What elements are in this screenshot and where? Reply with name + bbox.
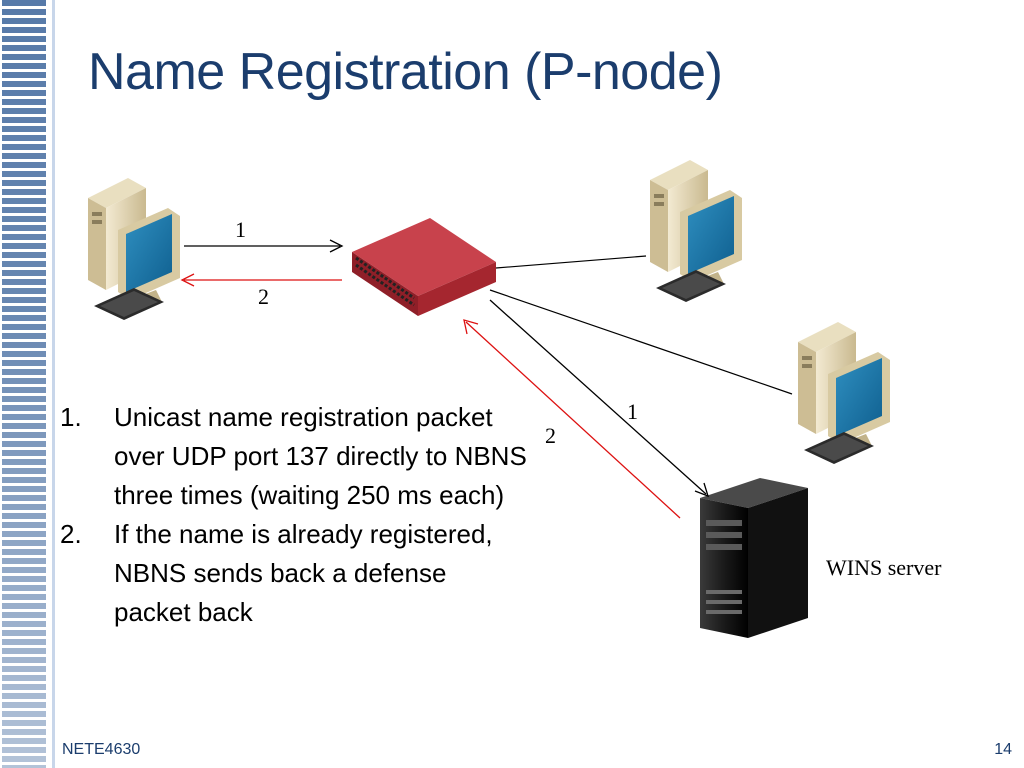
label-client-request: 1 bbox=[235, 217, 246, 242]
list-item: 1. Unicast name registration packet over… bbox=[60, 398, 530, 515]
sidebar-decoration bbox=[0, 0, 48, 768]
wins-server-label: WINS server bbox=[826, 555, 942, 580]
host-pc-right-icon bbox=[798, 322, 890, 464]
link-switch-to-top-pc bbox=[495, 255, 647, 269]
course-code: NETE4630 bbox=[62, 741, 141, 758]
sidebar-divider bbox=[52, 0, 55, 768]
client-pc-icon bbox=[88, 178, 180, 320]
list-item: 2. If the name is already registered, NB… bbox=[60, 515, 530, 632]
host-pc-top-icon bbox=[650, 160, 742, 302]
network-switch-icon bbox=[352, 218, 496, 316]
steps-list: 1. Unicast name registration packet over… bbox=[60, 398, 530, 632]
arrow-server-request bbox=[489, 299, 710, 498]
label-client-response: 2 bbox=[258, 284, 269, 309]
step-number: 2. bbox=[60, 519, 82, 549]
link-switch-to-right-pc bbox=[489, 289, 793, 395]
page-number: 14 bbox=[994, 741, 1012, 758]
step-text: Unicast name registration packet over UD… bbox=[114, 402, 527, 510]
wins-server-icon bbox=[700, 478, 808, 638]
sidebar-fade bbox=[2, 0, 46, 768]
arrow-client-request bbox=[184, 239, 344, 253]
step-text: If the name is already registered, NBNS … bbox=[114, 519, 493, 627]
arrow-server-response bbox=[463, 319, 681, 519]
label-server-response: 2 bbox=[545, 423, 556, 448]
slide-title: Name Registration (P-node) bbox=[88, 43, 723, 101]
label-server-request: 1 bbox=[627, 399, 638, 424]
step-number: 1. bbox=[60, 402, 82, 432]
arrow-client-response bbox=[180, 273, 342, 287]
